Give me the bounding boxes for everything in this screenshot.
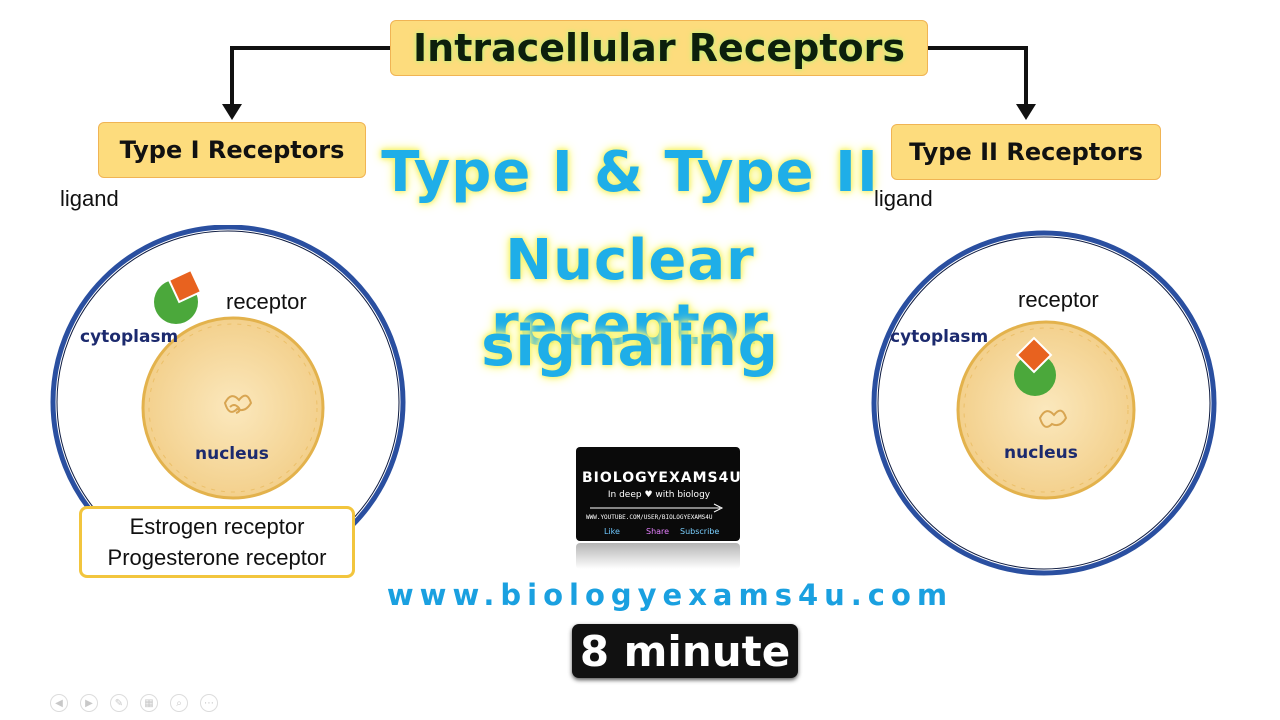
back-icon[interactable]: ◀ xyxy=(50,694,68,712)
page-title: Intracellular Receptors xyxy=(390,20,928,76)
type1-nucleus-label: nucleus xyxy=(195,444,269,464)
pen-icon[interactable]: ✎ xyxy=(110,694,128,712)
website-url: www.biologyexams4u.com xyxy=(386,578,954,612)
type2-heading: Type II Receptors xyxy=(891,124,1161,180)
type2-chromatin xyxy=(1038,409,1068,428)
slideshow-controls: ◀ ▶ ✎ ▦ ⌕ ⋯ xyxy=(50,694,218,712)
logo-tagline: In deep ♥ with biology xyxy=(607,490,711,500)
type1-cell-membrane-inner xyxy=(56,230,400,565)
type2-cell-membrane-inner xyxy=(877,236,1211,570)
type2-ligand-label: ligand xyxy=(874,186,933,211)
forward-icon[interactable]: ▶ xyxy=(80,694,98,712)
channel-logo-reflection xyxy=(576,543,740,569)
type1-nucleus-shape xyxy=(141,316,325,500)
type1-receptor-label: receptor xyxy=(226,289,307,314)
example-progesterone: Progesterone receptor xyxy=(107,545,327,570)
type1-chromatin xyxy=(223,394,253,414)
type2-nucleus-label: nucleus xyxy=(1004,443,1078,463)
headline-line-2: Nuclear receptor xyxy=(491,228,769,358)
type1-receptor-ligand xyxy=(154,268,203,324)
logo-subscribe-label: Subscribe xyxy=(680,527,720,536)
logo-name: BIOLOGYEXAMS4U xyxy=(582,470,742,486)
type2-receptor-label: receptor xyxy=(1018,287,1099,312)
type1-cell-diagram xyxy=(50,225,406,565)
type2-cell-diagram xyxy=(871,230,1217,576)
type1-examples-box: Estrogen receptor Progesterone receptor xyxy=(79,506,355,578)
headline-line-1: Type I & Type II xyxy=(381,140,879,205)
type2-receptor-shape xyxy=(1014,354,1056,396)
example-estrogen: Estrogen receptor xyxy=(129,514,305,539)
zoom-icon[interactable]: ⌕ xyxy=(170,694,188,712)
channel-logo xyxy=(576,447,740,541)
type1-cytoplasm-label: cytoplasm xyxy=(80,327,179,347)
duration-badge: 8 minute xyxy=(572,624,798,678)
type2-cytoplasm-label: cytoplasm xyxy=(890,327,989,347)
logo-share-label: Share xyxy=(646,527,670,536)
type2-nucleus-shape xyxy=(956,320,1136,500)
more-icon[interactable]: ⋯ xyxy=(200,694,218,712)
logo-arrow-icon xyxy=(590,503,724,513)
logo-like-label: Like xyxy=(604,527,620,536)
type2-receptor-ligand xyxy=(1014,336,1056,396)
slides-icon[interactable]: ▦ xyxy=(140,694,158,712)
type1-ligand-shape xyxy=(167,268,203,304)
logo-url: WWW.YOUTUBE.COM/USER/BIOLOGYEXAMS4U xyxy=(586,514,713,521)
headline-line-3: signaling xyxy=(481,314,779,379)
type2-ligand-shape xyxy=(1015,336,1053,374)
type1-ligand-label: ligand xyxy=(60,186,119,211)
type1-heading: Type I Receptors xyxy=(98,122,366,178)
